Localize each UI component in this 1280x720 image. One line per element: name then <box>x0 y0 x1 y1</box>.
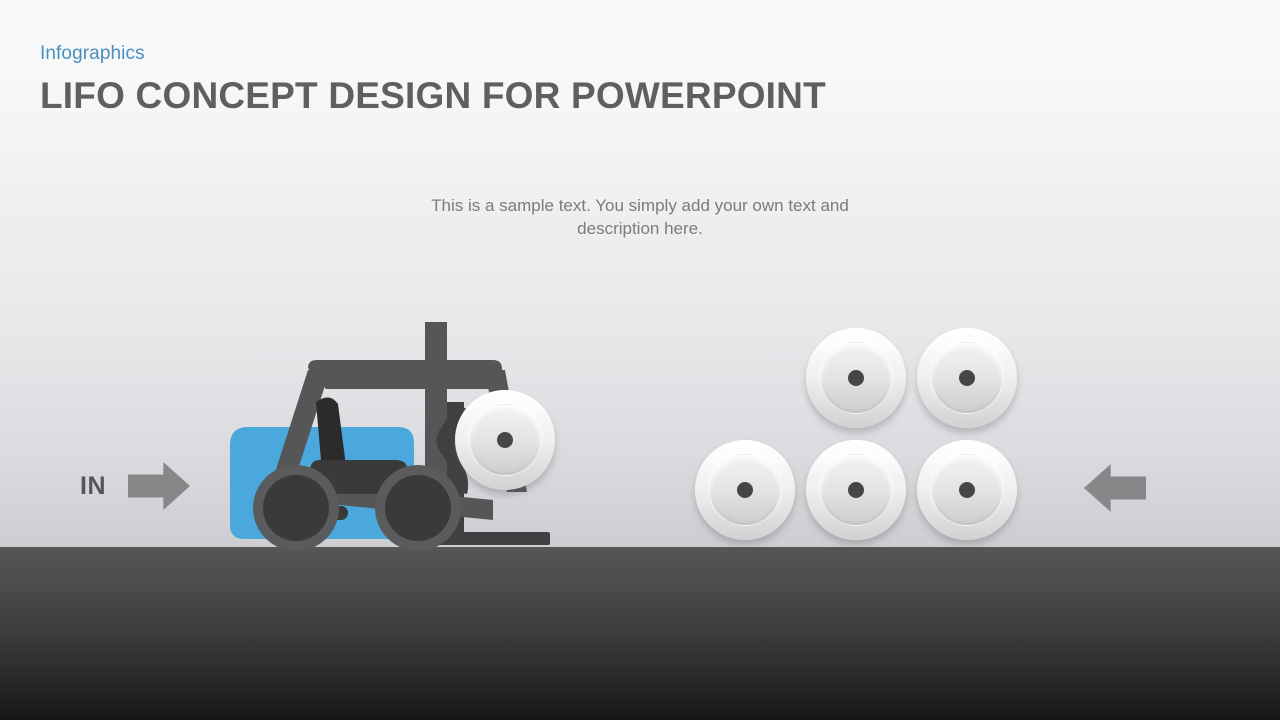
floor-band <box>0 547 1280 720</box>
in-label: IN <box>80 471 106 500</box>
page-title: LIFO CONCEPT DESIGN FOR POWERPOINT <box>40 74 826 116</box>
slide-header: Infographics LIFO CONCEPT DESIGN FOR POW… <box>40 43 826 116</box>
arrow-right-icon <box>128 462 190 510</box>
arrow-left-icon <box>1084 464 1146 512</box>
disc-hub <box>848 370 864 386</box>
disc-bottom-1 <box>695 440 795 540</box>
body-text: This is a sample text. You simply add yo… <box>431 196 849 238</box>
disc-hub <box>959 482 975 498</box>
disc-hub <box>737 482 753 498</box>
disc-bottom-2 <box>806 440 906 540</box>
kicker-label: Infographics <box>40 43 145 64</box>
disc-hub <box>497 432 513 448</box>
disc-on-fork <box>455 390 555 490</box>
disc-top-1 <box>806 328 906 428</box>
inbound-flow-group: IN <box>80 460 190 512</box>
disc-bottom-3 <box>917 440 1017 540</box>
disc-hub <box>959 370 975 386</box>
disc-top-2 <box>917 328 1017 428</box>
disc-inner-ring <box>931 454 1003 526</box>
disc-hub <box>848 482 864 498</box>
outbound-flow-group <box>1084 462 1146 514</box>
